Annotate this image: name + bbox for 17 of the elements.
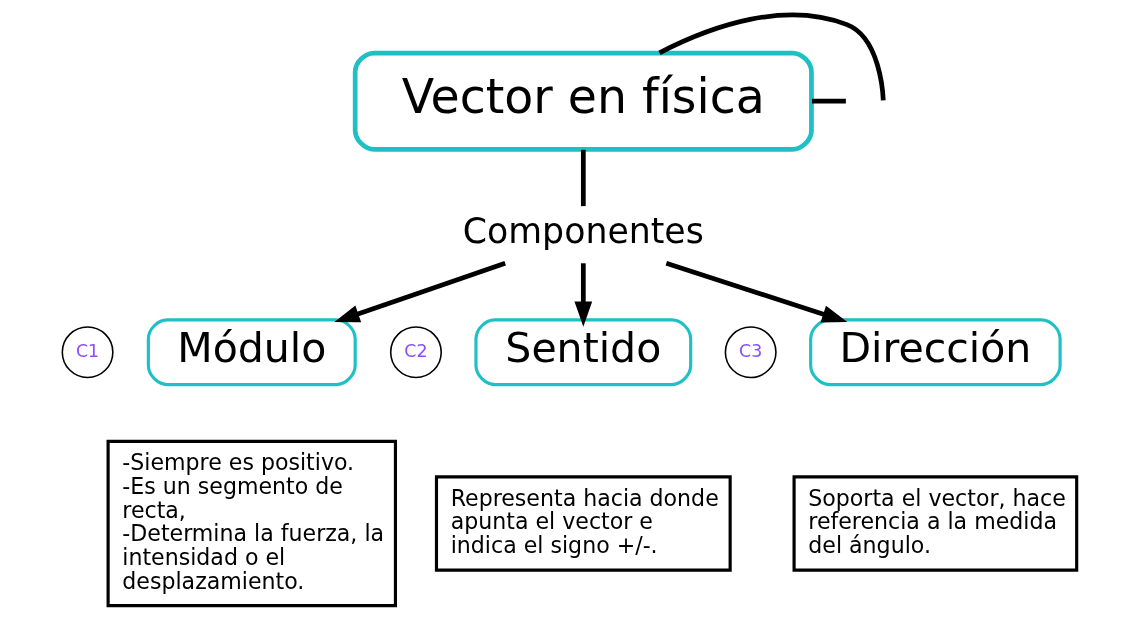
node-box: Módulo <box>146 318 357 387</box>
node-circle: C1 <box>61 326 114 379</box>
node-box: Dirección <box>808 318 1062 387</box>
connector <box>811 98 846 104</box>
node-box: Soporta el vector, hace referencia a la medida del ángulo. <box>792 475 1078 572</box>
connector <box>657 12 886 101</box>
arrow <box>665 260 847 323</box>
node-text: Componentes <box>462 211 704 252</box>
arrow <box>333 260 506 323</box>
node-circle: C2 <box>389 326 442 379</box>
connector <box>580 149 586 207</box>
node-box: -Siempre es positivo. -Es un segmento de recta, -Determina la fuerza, la intensidad o el desplazamiento. <box>106 439 397 608</box>
node-box: Representa hacia donde apunta el vector e indica el signo +/-. <box>434 475 732 572</box>
node-circle: C3 <box>724 326 777 379</box>
node-box: Sentido <box>473 318 692 387</box>
node-box: Vector en física <box>352 50 814 152</box>
arrow <box>573 263 592 327</box>
